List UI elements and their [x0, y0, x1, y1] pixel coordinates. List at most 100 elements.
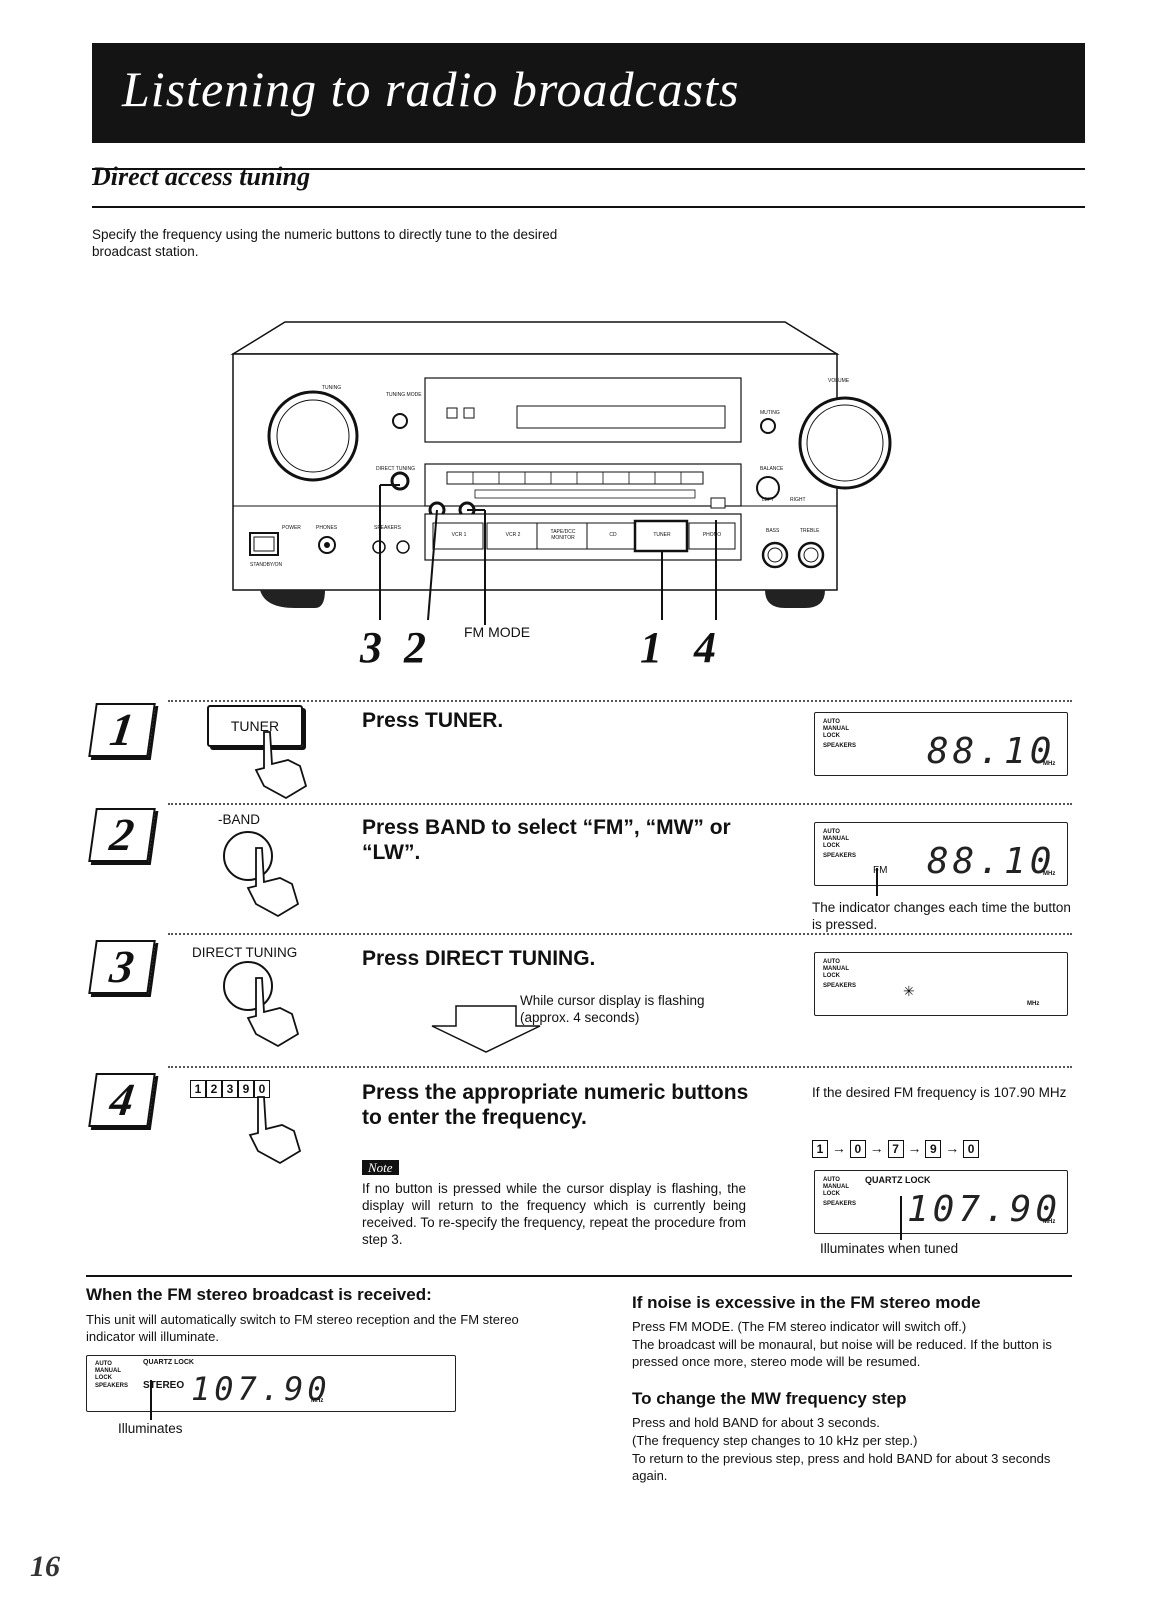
receiver-illustration	[230, 321, 840, 608]
intro-text: Specify the frequency using the numeric …	[92, 227, 558, 259]
digit-sequence: 1 → 0 → 7 → 9 → 0	[812, 1140, 980, 1158]
note-label: Note	[362, 1159, 399, 1177]
stereo-text: This unit will automatically switch to F…	[86, 1312, 519, 1344]
lcd-mhz: MHz	[1043, 871, 1056, 877]
step-2-caption: The indicator changes each time the butt…	[812, 900, 1071, 932]
step-number-2: 2	[88, 808, 156, 862]
lcd-speakers: SPEAKERS	[823, 853, 857, 859]
direct-tuning-key-label: DIRECT TUNING	[192, 945, 298, 960]
lcd-frequency: 107.90	[907, 1189, 1062, 1230]
title-banner	[92, 43, 1085, 143]
lcd-stereo: STEREO	[143, 1380, 185, 1391]
display-step-4: AUTO MANUAL LOCK SPEAKERS QUARTZ LOCK 10…	[814, 1170, 1068, 1234]
hand-pointer-icon	[248, 1096, 302, 1165]
step-4-caption: Illuminates when tuned	[820, 1241, 959, 1256]
lcd-speakers: SPEAKERS	[823, 983, 857, 989]
seq-digit: 9	[925, 1140, 942, 1158]
lcd-manual: MANUAL	[823, 726, 849, 732]
phones-label: PHONES	[316, 525, 338, 531]
balance-label: BALANCE	[760, 466, 784, 472]
callout-lines	[379, 484, 717, 625]
step-4-note: If no button is pressed while the cursor…	[362, 1181, 746, 1247]
mw-text-3: To return to the previous step, press an…	[632, 1451, 1051, 1483]
key-digit: 3	[222, 1080, 238, 1098]
left-lower-controls	[249, 532, 410, 556]
lcd-auto: AUTO	[823, 1177, 840, 1183]
cursor-flash-icon: ✳	[903, 983, 915, 999]
step-divider	[168, 933, 1072, 935]
section-rule-bottom	[92, 206, 1085, 208]
bottom-rule	[86, 1275, 1072, 1277]
lcd-quartz-lock: QUARTZ LOCK	[865, 1175, 931, 1185]
volume-label: VOLUME	[828, 378, 850, 384]
lcd-fm: FM	[873, 865, 888, 876]
callout-3: 3	[360, 623, 382, 672]
note-tag: Note	[362, 1160, 399, 1175]
lcd-frequency: 88.10	[927, 841, 1056, 882]
seq-digit: 7	[887, 1140, 904, 1158]
key-digit: 1	[190, 1080, 206, 1098]
indicator-pointer	[900, 1196, 902, 1240]
lcd-lock: LOCK	[823, 733, 840, 739]
seq-digit: 0	[963, 1140, 980, 1158]
power-label: POWER	[282, 525, 301, 531]
noise-text-2: The broadcast will be monaural, but nois…	[632, 1337, 1052, 1369]
step-divider	[168, 700, 1072, 702]
band-button-hand-icon	[223, 831, 300, 918]
key-digit: 2	[206, 1080, 222, 1098]
key-digit: 9	[238, 1080, 254, 1098]
step-number-4: 4	[88, 1073, 156, 1127]
lcd-auto: AUTO	[95, 1361, 112, 1367]
lcd-mhz: MHz	[1027, 1001, 1040, 1007]
tuning-mode-label: TUNING MODE	[386, 392, 422, 398]
lcd-manual: MANUAL	[823, 966, 849, 972]
lcd-manual: MANUAL	[823, 1184, 849, 1190]
lcd-lock: LOCK	[95, 1375, 112, 1381]
input-vcr1: VCR 1	[451, 532, 467, 538]
lcd-mhz: MHz	[1043, 1219, 1056, 1225]
lcd-lock: LOCK	[823, 843, 840, 849]
page-title: Listening to radio broadcasts	[122, 61, 740, 117]
step-4-instruction: Press the appropriate numeric buttons to…	[362, 1081, 749, 1129]
step-3-instruction: Press DIRECT TUNING.	[362, 947, 596, 970]
display-step-1: AUTO MANUAL LOCK SPEAKERS 88.10 MHz	[814, 712, 1068, 776]
direct-tuning-label: DIRECT TUNING	[376, 466, 415, 472]
input-vcr2: VCR 2	[505, 532, 521, 538]
lcd-speakers: SPEAKERS	[95, 1383, 129, 1389]
indicator-pointer	[150, 1380, 152, 1420]
lcd-frequency: 88.10	[927, 731, 1056, 772]
lcd-auto: AUTO	[823, 719, 840, 725]
page-number: 16	[30, 1550, 60, 1583]
step-2-instruction: Press BAND to select “FM”, “MW” or “LW”.	[362, 816, 731, 864]
step-divider	[168, 1066, 1072, 1068]
seq-digit: 1	[812, 1140, 828, 1158]
lcd-mhz: MHz	[311, 1398, 324, 1404]
noise-text-1: Press FM MODE. (The FM stereo indicator …	[632, 1319, 967, 1334]
mw-heading: To change the MW frequency step	[632, 1389, 907, 1408]
band-key-label: -BAND	[218, 812, 261, 827]
step-number-3: 3	[88, 940, 156, 994]
lcd-auto: AUTO	[823, 829, 840, 835]
callout-fm-mode: FM MODE	[464, 624, 531, 640]
step-1-instruction: Press TUNER.	[362, 709, 504, 732]
indicator-pointer	[876, 868, 878, 896]
input-tuner: TUNER	[653, 532, 671, 538]
left-label: LEFT	[762, 497, 775, 503]
seq-digit: 0	[849, 1140, 866, 1158]
volume-knob	[798, 396, 892, 490]
muting-label: MUTING	[760, 410, 780, 416]
callout-4: 4	[694, 623, 716, 672]
display-step-3: AUTO MANUAL LOCK SPEAKERS ✳ MHz	[814, 952, 1068, 1016]
tone-knobs	[761, 541, 825, 569]
down-arrow-icon	[431, 1005, 541, 1053]
noise-heading: If noise is excessive in the FM stereo m…	[632, 1293, 981, 1312]
direct-tuning-hand-icon	[223, 961, 300, 1048]
display-stereo: AUTO MANUAL LOCK SPEAKERS QUARTZ LOCK ST…	[86, 1355, 456, 1412]
step-number-1: 1	[88, 703, 156, 757]
lcd-speakers: SPEAKERS	[823, 1201, 857, 1207]
lcd-manual: MANUAL	[823, 836, 849, 842]
lcd-lock: LOCK	[823, 1191, 840, 1197]
section-title: Direct access tuning	[92, 162, 311, 191]
flash-note: While cursor display is flashing (approx…	[520, 993, 705, 1025]
